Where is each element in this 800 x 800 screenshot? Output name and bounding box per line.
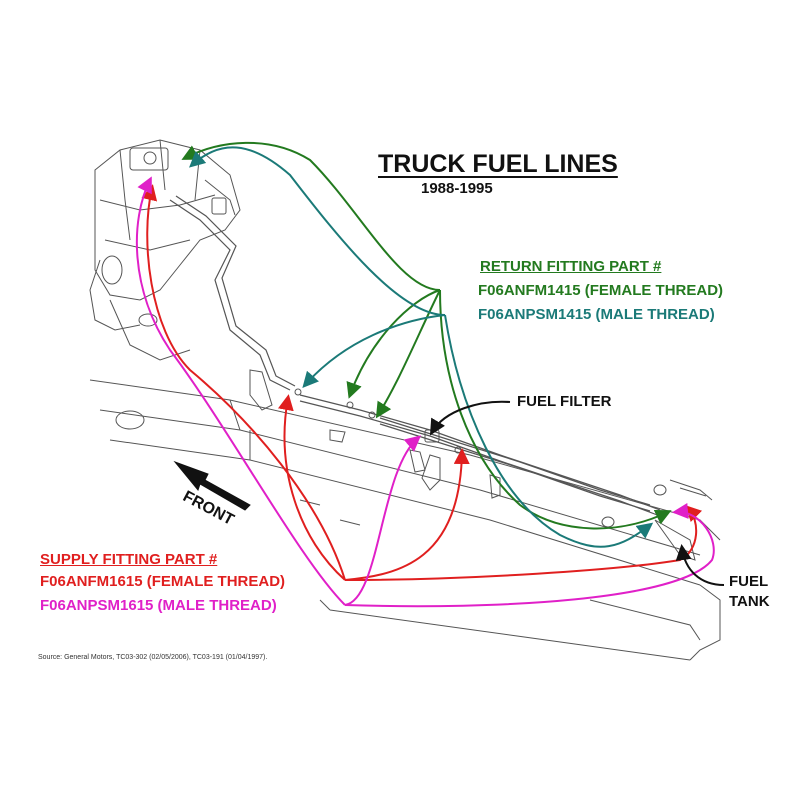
fuel-filter-label: FUEL FILTER [517,393,612,410]
return-male-callout-1 [302,314,446,388]
supply-callouts [135,176,715,608]
return-callouts [181,141,672,548]
supply-female-callout-1 [278,394,346,581]
return-female-callout-engine [181,141,441,291]
supply-fitting-male: F06ANPSM1615 (MALE THREAD) [40,597,277,614]
supply-male-callout-engine [135,176,346,606]
return-female-callout-tank [439,289,672,530]
supply-male-callout-filter [344,435,422,606]
engine-outline [89,139,241,361]
return-male-callout-tank [444,314,654,548]
fuel-filter-pointer [429,400,511,436]
fuel-tank-label-line2: TANK [729,593,770,610]
return-fitting-female: F06ANFM1415 (FEMALE THREAD) [478,282,724,299]
front-arrow [173,460,251,511]
fuel-tank-label-line1: FUEL [729,573,769,590]
year-range: 1988-1995 [421,180,493,197]
frame-rail [89,379,721,661]
black-pointers [429,400,725,586]
page-title: TRUCK FUEL LINES [378,150,618,178]
fuel-line-bundle [169,195,661,517]
return-male-callout-engine [189,146,446,316]
truck-line-art [89,139,721,661]
supply-fitting-header: SUPPLY FITTING PART # [40,551,218,568]
source-citation: Source: General Motors, TC03-302 (02/05/… [38,654,268,661]
supply-female-callout-filter [344,448,470,581]
return-fitting-header: RETURN FITTING PART # [480,258,662,275]
fuel-tank-pointer [675,544,725,586]
supply-male-callout-tank [344,503,715,608]
return-fitting-male: F06ANPSM1415 (MALE THREAD) [478,306,715,323]
supply-fitting-female: F06ANFM1615 (FEMALE THREAD) [40,573,286,590]
return-female-callout-1 [346,289,441,399]
return-female-callout-2 [375,289,441,419]
supply-female-callout-engine [141,184,346,581]
brackets-and-clips [249,369,713,561]
supply-female-callout-tank [344,505,703,581]
